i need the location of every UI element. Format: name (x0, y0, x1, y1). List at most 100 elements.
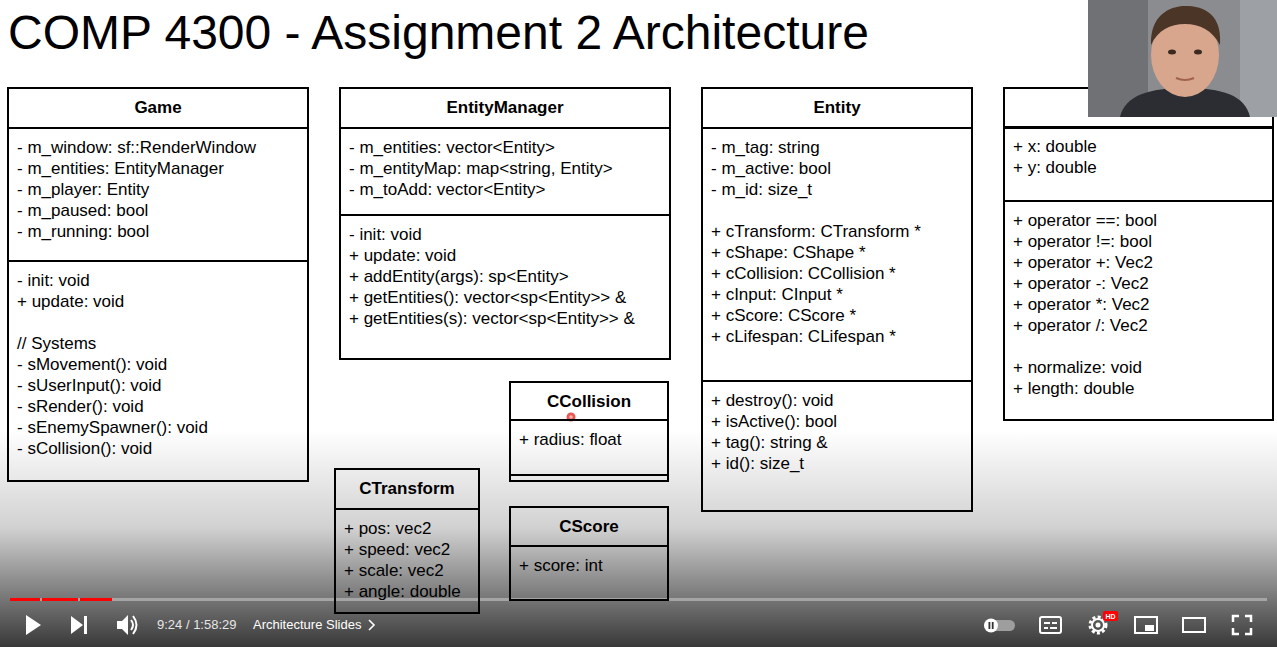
class-member: + tag(): string & (711, 432, 828, 453)
class-name: EntityManager (446, 97, 563, 118)
class-member: - m_id: size_t (711, 179, 812, 200)
member-compartment (511, 474, 667, 480)
volume-icon (117, 615, 137, 635)
class-box: CCollision + radius: float (509, 381, 669, 482)
class-member: - m_paused: bool (17, 200, 148, 221)
class-name: CTransform (359, 478, 454, 499)
member-compartment: CTransform (336, 470, 478, 508)
class-member: - init: void (349, 224, 422, 245)
play-icon (26, 615, 41, 635)
subtitles-icon (1040, 617, 1061, 633)
class-member: + operator *: Vec2 (1013, 294, 1150, 315)
class-name: CScore (559, 516, 619, 537)
settings-icon (1090, 611, 1118, 633)
time-display: 9:24 / 1:58:29 (157, 617, 237, 633)
member-compartment: + operator ==: bool+ operator !=: bool+ … (1005, 200, 1272, 419)
webcam-overlay (1088, 0, 1277, 117)
class-box: CTransform + pos: vec2+ speed: vec2+ scal… (334, 468, 480, 614)
class-member: + operator ==: bool (1013, 210, 1157, 231)
class-member: - m_entities: EntityManager (17, 158, 224, 179)
class-member: - m_window: sf::RenderWindow (17, 137, 256, 158)
class-member: + getEntities(): vector<sp<Entity>> & (349, 287, 626, 308)
progress-played (10, 598, 40, 601)
next-icon (84, 616, 87, 634)
member-compartment: + pos: vec2+ speed: vec2+ scale: vec2+ a… (336, 508, 478, 612)
member-compartment: - m_tag: string- m_active: bool- m_id: s… (703, 127, 971, 380)
class-member: + x: double (1013, 136, 1097, 157)
member-compartment: + destroy(): void+ isActive(): bool+ tag… (703, 380, 971, 510)
member-compartment: Game (9, 89, 307, 127)
next-icon (71, 616, 83, 634)
class-member: + cCollision: CCollision * (711, 263, 896, 284)
class-member: + length: double (1013, 378, 1134, 399)
class-member: - m_player: Entity (17, 179, 149, 200)
member-compartment: - m_window: sf::RenderWindow- m_entities… (9, 127, 307, 260)
class-box: + x: double+ y: double+ operator ==: boo… (1003, 126, 1274, 421)
class-member: + cLifespan: CLifespan * (711, 326, 896, 347)
class-member: + destroy(): void (711, 390, 833, 411)
class-name: Game (134, 97, 181, 118)
member-compartment: + radius: float (511, 419, 667, 474)
class-member: - m_running: bool (17, 221, 149, 242)
class-member: - m_entities: vector<Entity> (349, 137, 555, 158)
member-compartment: - init: void+ update: void+ addEntity(ar… (341, 214, 669, 358)
class-member: - m_entityMap: map<string, Entity> (349, 158, 613, 179)
class-member: + cScore: CScore * (711, 305, 856, 326)
class-member: - sUserInput(): void (17, 375, 162, 396)
class-member: // Systems (17, 333, 96, 354)
class-member: + cInput: CInput * (711, 284, 843, 305)
class-name: CCollision (547, 391, 631, 412)
class-member: + operator +: Vec2 (1013, 252, 1153, 273)
class-member: - init: void (17, 270, 90, 291)
class-member: - sRender(): void (17, 396, 144, 417)
class-member: + radius: float (519, 429, 622, 450)
progress-played (80, 598, 112, 601)
class-name: Entity (813, 97, 860, 118)
slide-title: COMP 4300 - Assignment 2 Architecture (8, 9, 869, 57)
class-member: + getEntities(s): vector<sp<Entity>> & (349, 308, 635, 329)
class-member: + speed: vec2 (344, 539, 450, 560)
class-member: + isActive(): bool (711, 411, 837, 432)
member-compartment: Entity (703, 89, 971, 127)
class-box: CScore + score: int (509, 506, 669, 601)
class-member: - m_tag: string (711, 137, 820, 158)
class-member: - sMovement(): void (17, 354, 167, 375)
member-compartment: CCollision (511, 383, 667, 419)
class-member: + operator -: Vec2 (1013, 273, 1149, 294)
class-member: + angle: double (344, 581, 461, 602)
class-box: Game- m_window: sf::RenderWindow- m_enti… (7, 87, 309, 482)
class-member: + update: void (17, 291, 124, 312)
class-member: + operator /: Vec2 (1013, 315, 1148, 336)
class-member: + id(): size_t (711, 453, 804, 474)
class-box: Entity - m_tag: string- m_active: bool- m… (701, 87, 973, 512)
member-compartment: EntityManager (341, 89, 669, 127)
member-compartment: - m_entities: vector<Entity>- m_entityMa… (341, 127, 669, 214)
class-member: + operator !=: bool (1013, 231, 1152, 252)
chevron-icon (369, 620, 374, 630)
progress-played (42, 598, 78, 601)
class-box: EntityManager - m_entities: vector<Entity… (339, 87, 671, 360)
class-member: + score: int (519, 555, 603, 576)
class-member: - m_active: bool (711, 158, 831, 179)
class-member: - sCollision(): void (17, 438, 152, 459)
class-member: + normalize: void (1013, 357, 1142, 378)
class-member: + addEntity(args): sp<Entity> (349, 266, 569, 287)
hd-badge-text: HD (1103, 612, 1118, 622)
class-member: - sEnemySpawner(): void (17, 417, 208, 438)
class-member: + cShape: CShape * (711, 242, 866, 263)
fullscreen-icon (1233, 616, 1251, 634)
control-shade (0, 430, 1277, 647)
hd-badge (1103, 611, 1118, 621)
member-compartment: + x: double+ y: double (1005, 128, 1272, 200)
class-member: + pos: vec2 (344, 518, 431, 539)
member-compartment: - init: void+ update: void // Systems- sM… (9, 260, 307, 480)
autoplay-toggle (984, 619, 1015, 633)
member-compartment: CScore (511, 508, 667, 545)
class-member: + update: void (349, 245, 456, 266)
chapter-title: Architecture Slides (253, 617, 361, 633)
member-compartment: + score: int (511, 545, 667, 599)
class-member: - m_toAdd: vector<Entity> (349, 179, 546, 200)
class-member: + y: double (1013, 157, 1097, 178)
class-member: + scale: vec2 (344, 560, 444, 581)
